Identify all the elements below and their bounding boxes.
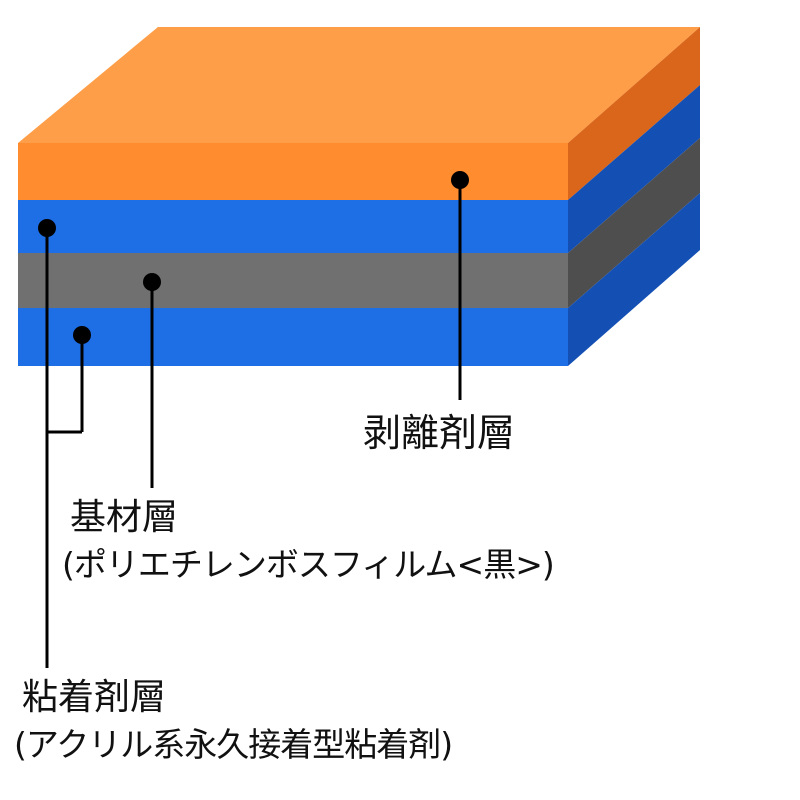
adhesive-layer-bottom-side	[568, 193, 700, 366]
adhesive-layer-bottom-front	[18, 308, 568, 366]
adhesive-layer-top-front	[18, 200, 568, 253]
release-layer-top-face	[18, 27, 700, 143]
base-layer-front	[18, 253, 568, 308]
release-layer-side	[568, 27, 700, 200]
adhesive-layer-description: (アクリル系永久接着型粘着剤)	[14, 725, 453, 764]
leader-lines	[38, 171, 469, 668]
release-layer-label: 剥離剤層	[363, 411, 516, 455]
adhesive-layer-top-side	[568, 85, 700, 253]
adhesive-layer-label: 粘着剤層	[22, 677, 167, 718]
base-layer-side	[568, 138, 700, 308]
base-layer-label: 基材層	[70, 497, 179, 538]
release-layer-front	[18, 143, 568, 200]
base-layer-description: (ポリエチレンボスフィルム<黒>)	[62, 545, 555, 584]
